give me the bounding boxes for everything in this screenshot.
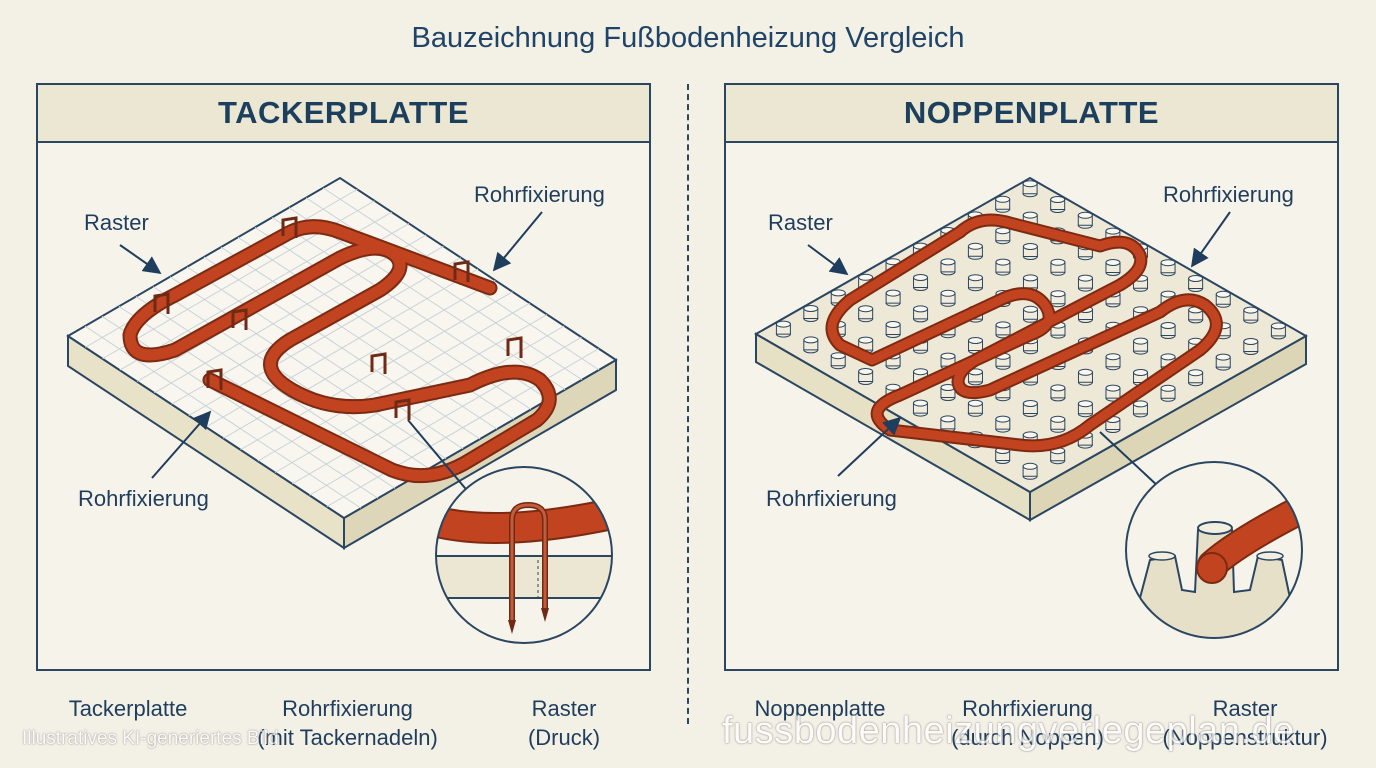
caption-line: (durch Noppen): [951, 725, 1104, 750]
watermark-ai-notice: Illustratives KI-generiertes Bild: [22, 728, 279, 749]
caption-raster-tacker: Raster (Druck): [504, 694, 624, 752]
caption-line: Tackerplatte: [68, 696, 188, 721]
caption-line: Rohrfixierung: [962, 696, 1093, 721]
caption-line: Raster: [1212, 696, 1278, 721]
panel-heading-noppenplatte: NOPPENPLATTE: [726, 85, 1337, 143]
caption-line: (Noppenstruktur): [1162, 725, 1328, 750]
tacker-clips: [153, 216, 523, 420]
caption-line: Noppenplatte: [754, 696, 886, 721]
caption-rohrfixierung-tacker: Rohrfixierung (mit Tackernadeln): [240, 694, 455, 752]
caption-rohrfixierung-noppen: Rohrfixierung (durch Noppen): [940, 694, 1115, 752]
label-rohrfixierung-tacker-bottom: Rohrfixierung: [78, 486, 209, 511]
label-rohrfixierung-noppen-bottom: Rohrfixierung: [766, 486, 897, 511]
caption-line: Raster: [531, 696, 597, 721]
label-rohrfixierung-tacker-top: Rohrfixierung: [474, 182, 605, 207]
noppen-detail-magnifier: [1125, 461, 1303, 639]
panel-heading-tackerplatte: TACKERPLATTE: [38, 85, 649, 143]
divider-line: [687, 84, 689, 724]
label-raster-noppen: Raster: [768, 210, 833, 235]
page-title: Bauzeichnung Fußbodenheizung Vergleich: [411, 22, 965, 54]
caption-noppenplatte: Noppenplatte: [740, 694, 900, 723]
noppen-callout-arrows: [807, 211, 1231, 489]
label-rohrfixierung-noppen-top: Rohrfixierung: [1163, 182, 1294, 207]
tacker-callout-arrows: [119, 211, 543, 495]
caption-line: (mit Tackernadeln): [257, 725, 438, 750]
caption-line: (Druck): [527, 725, 601, 750]
caption-tackerplatte: Tackerplatte: [48, 694, 208, 723]
caption-raster-noppen: Raster (Noppenstruktur): [1160, 694, 1330, 752]
tacker-heating-pipe: [122, 219, 557, 484]
label-raster-tacker: Raster: [84, 210, 149, 235]
noppen-heating-pipe: [825, 213, 1223, 453]
tacker-detail-magnifier: [435, 466, 613, 644]
caption-line: Rohrfixierung: [282, 696, 413, 721]
watermark-website: fussbodenheizungverlegeplan.de: [722, 710, 1295, 752]
